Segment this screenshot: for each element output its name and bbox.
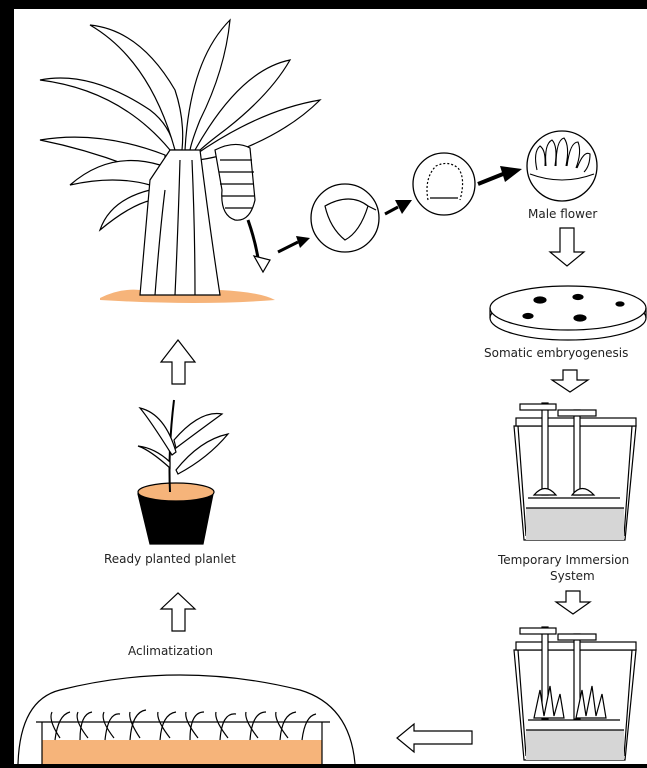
potted-planlet-illustration <box>138 400 228 544</box>
hollow-left-arrow <box>397 724 472 752</box>
hollow-up-arrow-1 <box>161 593 195 631</box>
label-aclimatization: Aclimatization <box>128 644 213 658</box>
petri-dish-illustration <box>490 286 646 340</box>
label-tis-line1: Temporary Immersion <box>498 553 629 567</box>
label-tis-line2: System <box>550 569 595 583</box>
tis-bioreactor-1 <box>514 403 636 540</box>
flow-arrow-1 <box>278 236 310 252</box>
hollow-down-arrow-2 <box>552 370 588 392</box>
opened-bud-circle <box>413 153 475 215</box>
banana-plant-illustration <box>40 20 320 303</box>
hollow-down-arrow-3 <box>556 591 590 614</box>
greenhouse-illustration <box>18 675 355 764</box>
flow-arrow-2 <box>385 200 412 214</box>
hollow-up-arrow-2 <box>161 340 195 384</box>
label-somatic-embryogenesis: Somatic embryogenesis <box>484 346 628 360</box>
flower-bud-circle <box>311 184 379 252</box>
tis-bioreactor-2 <box>514 627 636 760</box>
hollow-down-arrow-1 <box>550 228 584 266</box>
label-ready-planted-planlet: Ready planted planlet <box>104 552 236 566</box>
label-male-flower: Male flower <box>528 207 597 221</box>
male-flower-circle <box>527 131 597 201</box>
flow-arrow-3 <box>478 166 522 184</box>
